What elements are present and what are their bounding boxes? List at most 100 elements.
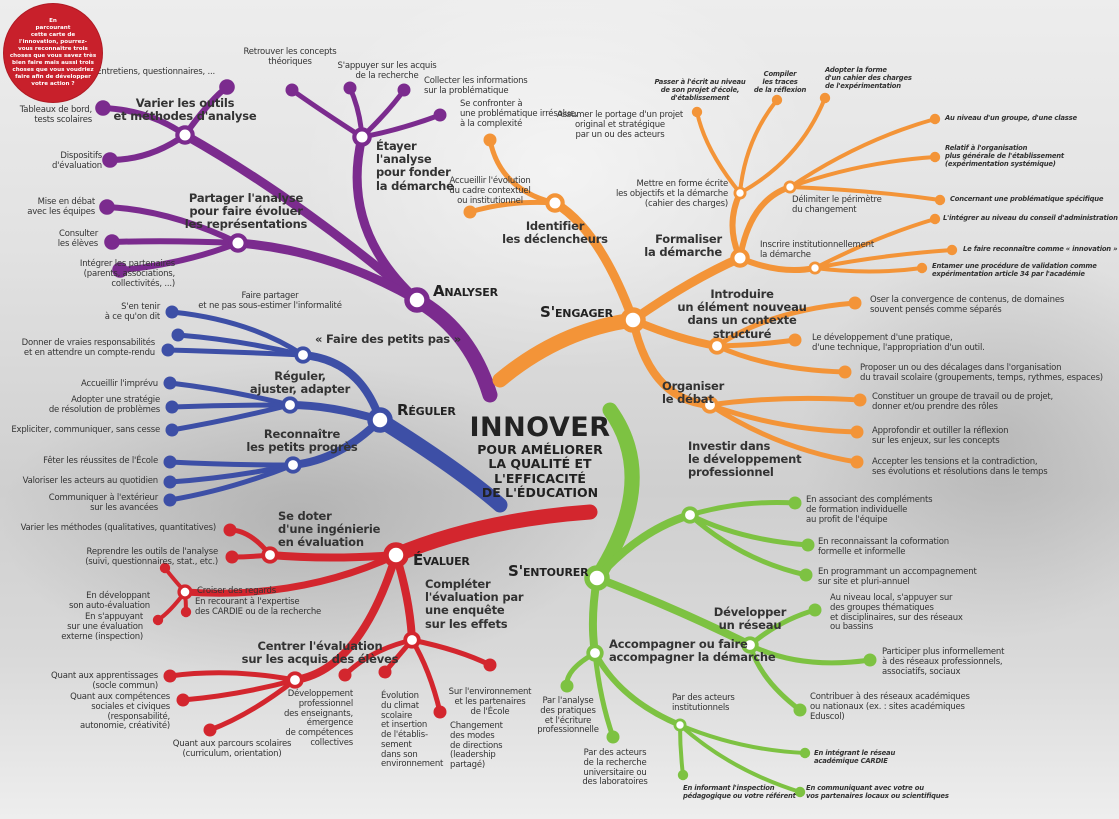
reguler-leaf-branch bbox=[169, 402, 293, 410]
reguler-leaf-dot bbox=[163, 376, 177, 390]
evaluer-sub-branch bbox=[392, 551, 416, 644]
evaluer-leaf-branch bbox=[207, 677, 298, 733]
reguler-leaf-dot bbox=[163, 493, 177, 507]
engager-leaf-dot bbox=[946, 244, 958, 256]
engager-leaf-label: Le développement d'une pratique, d'une t… bbox=[812, 333, 985, 353]
evaluer-leaf-branch bbox=[180, 677, 298, 703]
engager-leaf-branch bbox=[813, 248, 954, 270]
engager-leaf-dot bbox=[819, 92, 831, 104]
engager-leaf-dot bbox=[929, 113, 941, 125]
engager-leaf-dot bbox=[788, 333, 802, 347]
intro-callout-badge: En parcourant cette carte de l'innovatio… bbox=[4, 4, 102, 102]
evaluer-leaf-dot bbox=[203, 723, 217, 737]
evaluer-sub-label: Se doter d'une ingénierie en évaluation bbox=[278, 509, 381, 550]
entourer-sub-branch bbox=[592, 650, 683, 728]
evaluer-leaf-dot bbox=[163, 669, 177, 683]
entourer-leaf-label: En informant l'inspection pédagogique ou… bbox=[683, 784, 796, 800]
engager-leaf-branch bbox=[487, 137, 558, 206]
engager-sub-node bbox=[783, 180, 797, 194]
entourer-leaf-label: Contribuer à des réseaux académiques ou … bbox=[810, 692, 970, 722]
engager-sub-node bbox=[808, 261, 822, 275]
reguler-leaf-dot bbox=[163, 455, 177, 469]
engager-leaf-label: Entamer une procédure de validation comm… bbox=[932, 262, 1097, 278]
analyser-sub-branch bbox=[180, 130, 422, 305]
reguler-leaf-branch bbox=[167, 380, 293, 408]
engager-leaf-branch bbox=[707, 395, 863, 408]
entourer-sub-branch bbox=[593, 511, 694, 582]
analyser-leaf-branch bbox=[109, 238, 241, 246]
evaluer-leaf-label: Évolution du climat scolaire et insertio… bbox=[381, 691, 444, 770]
engager-leaf-label: Oser la convergence de contenus, de doma… bbox=[870, 295, 1065, 315]
engager-sub-label: Formaliser la démarche bbox=[644, 232, 722, 260]
evaluer-leaf-dot bbox=[152, 614, 164, 626]
evaluer-leaf-dot bbox=[338, 668, 352, 682]
engager-leaf-label: L'intégrer au niveau du conseil d'admini… bbox=[943, 214, 1118, 222]
engager-leaf-label: Assumer le portage d'un projet original … bbox=[556, 110, 684, 140]
reguler-leaf-label: Communiquer à l'extérieur sur les avancé… bbox=[48, 493, 158, 513]
engager-leaf-label: Concernant une problématique spécifique bbox=[950, 195, 1104, 203]
evaluer-sub-branch bbox=[266, 551, 400, 562]
analyser-main-label: Analyser bbox=[433, 282, 498, 300]
reguler-sub-node bbox=[294, 346, 312, 364]
entourer-leaf-label: Au niveau local, s'appuyer sur des group… bbox=[830, 593, 963, 633]
analyser-trunk bbox=[409, 292, 498, 403]
evaluer-leaf-label: En s'appuyant sur une évaluation externe… bbox=[61, 612, 143, 642]
reguler-main-label: Réguler bbox=[397, 401, 456, 419]
reguler-leaf-label: Adopter une stratégie de résolution de p… bbox=[48, 395, 160, 415]
engager-sub-node bbox=[730, 248, 750, 268]
analyser-leaf-label: Tableaux de bord, tests scolaires bbox=[19, 105, 92, 125]
reguler-main-node bbox=[367, 407, 393, 433]
analyser-leaf-branch bbox=[104, 204, 241, 246]
evaluer-leaf-label: En recourant à l'expertise des CARDIE ou… bbox=[195, 597, 322, 617]
entourer-leaf-dot bbox=[801, 538, 815, 552]
reguler-sub-branch bbox=[299, 351, 384, 424]
evaluer-leaf-label: En développant son auto-évaluation bbox=[69, 591, 150, 611]
evaluer-leaf-label: Quant aux compétences sociales et civiqu… bbox=[70, 692, 170, 732]
analyser-leaf-label: Intégrer les partenaires (parents, assoc… bbox=[79, 259, 175, 289]
analyser-leaf-dot bbox=[285, 83, 299, 97]
entourer-leaf-label: En communiquant avec votre ou vos parten… bbox=[806, 784, 949, 800]
reguler-sub-node bbox=[284, 456, 302, 474]
reguler-leaf-branch bbox=[175, 332, 306, 358]
entourer-leaf-branch bbox=[678, 723, 807, 755]
analyser-leaf-label: Se confronter à une problématique irréso… bbox=[460, 99, 578, 129]
engager-sub-label: Inscrire institutionnellement la démarch… bbox=[760, 240, 874, 260]
evaluer-sub-label: Compléter l'évaluation par une enquête s… bbox=[425, 577, 524, 631]
analyser-leaf-label: S'appuyer sur les acquis de la recherche bbox=[337, 61, 437, 81]
engager-trunk bbox=[492, 312, 641, 388]
reguler-leaf-branch bbox=[167, 459, 296, 468]
engager-sub-label: Introduire un élément nouveau dans un co… bbox=[677, 287, 807, 341]
title-line-1: POUR AMÉLIORER bbox=[477, 442, 603, 457]
analyser-sub-node bbox=[228, 233, 248, 253]
entourer-leaf-label: En associant des compléments de formatio… bbox=[806, 495, 933, 525]
entourer-leaf-label: Par l'analyse des pratiques et l'écritur… bbox=[537, 696, 599, 736]
reguler-leaf-label: Faire partager et ne pas sous-estimer l'… bbox=[198, 291, 342, 311]
reguler-trunk bbox=[372, 412, 508, 513]
analyser-leaf-label: Retrouver les concepts théoriques bbox=[243, 47, 337, 67]
evaluer-main-node bbox=[383, 542, 409, 568]
entourer-sub-node bbox=[741, 636, 759, 654]
analyser-leaf-dot bbox=[219, 79, 235, 95]
evaluer-leaf-dot bbox=[433, 705, 447, 719]
engager-sub-label: Délimiter le périmètre du changement bbox=[792, 195, 882, 215]
analyser-leaf-dot bbox=[343, 81, 357, 95]
engager-leaf-branch bbox=[707, 402, 860, 435]
engager-leaf-label: Approfondir et outiller la réflexion sur… bbox=[872, 426, 1009, 446]
entourer-leaf-dot bbox=[788, 496, 802, 510]
engager-sub-branch bbox=[737, 184, 793, 261]
engager-sub-node bbox=[708, 337, 726, 355]
reguler-sub-label: « Faire des petits pas » bbox=[315, 332, 461, 346]
engager-leaf-label: Accepter les tensions et la contradictio… bbox=[872, 457, 1048, 477]
evaluer-sub-branch bbox=[291, 551, 400, 684]
analyser-sub-branch bbox=[233, 238, 422, 305]
analyser-leaf-label: Dispositifs d'évaluation bbox=[51, 151, 102, 171]
reguler-leaf-label: Fêter les réussites de l'École bbox=[43, 456, 158, 466]
reguler-sub-node bbox=[281, 396, 299, 414]
reguler-leaf-label: Expliciter, communiquer, sans cesse bbox=[11, 425, 160, 435]
engager-sub-node bbox=[545, 193, 565, 213]
entourer-leaf-dot bbox=[799, 747, 811, 759]
engager-leaf-dot bbox=[771, 94, 783, 106]
reguler-leaf-dot bbox=[165, 400, 179, 414]
entourer-leaf-dot bbox=[560, 679, 574, 693]
evaluer-sub-node bbox=[177, 584, 193, 600]
